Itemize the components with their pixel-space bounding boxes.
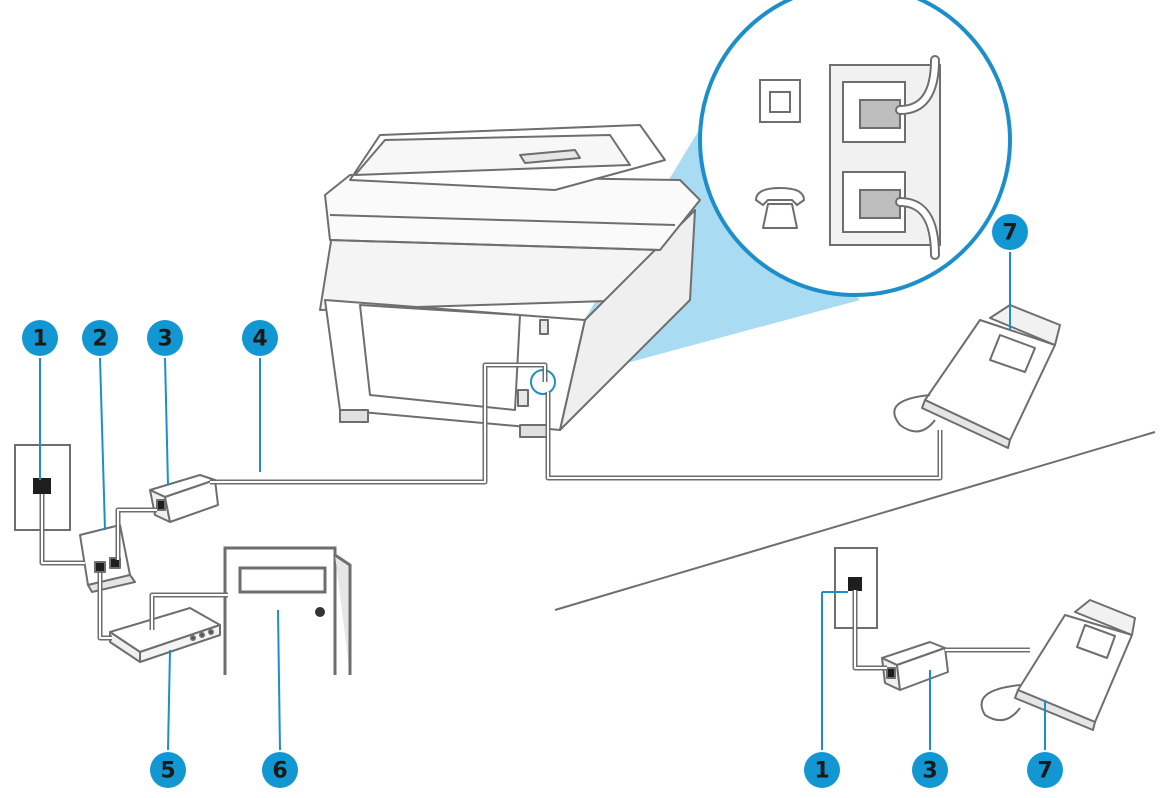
callout-circle	[82, 320, 118, 356]
callout-telephone: 7	[992, 214, 1028, 250]
callout-phone-cord: 4	[242, 320, 278, 356]
callout-dsl-modem: 5	[150, 752, 186, 788]
callout-circle	[992, 214, 1028, 250]
callout-number: 2	[92, 327, 107, 352]
callout-number: 5	[160, 759, 175, 784]
callout-dsl-filter: 3	[147, 320, 183, 356]
callout-circle	[912, 752, 948, 788]
port-magnifier	[698, 0, 1012, 297]
callout-circle	[242, 320, 278, 356]
callout-alt-wall-jack: 1	[804, 752, 840, 788]
callout-alt-telephone: 7	[1027, 752, 1063, 788]
callout-number: 1	[32, 327, 47, 352]
printer	[319, 124, 701, 438]
callout-badges: 1 2 3 4 5 6 7 1 3 7	[22, 214, 1063, 788]
callout-leaders	[39, 252, 1046, 751]
callout-number: 3	[157, 327, 172, 352]
callout-splitter: 2	[82, 320, 118, 356]
callout-circle	[147, 320, 183, 356]
splitter	[79, 524, 136, 593]
callout-computer: 6	[262, 752, 298, 788]
callout-circle	[1027, 752, 1063, 788]
telephone-handset-icon	[755, 187, 805, 229]
alt-dsl-filter	[881, 641, 949, 691]
callout-circle	[150, 752, 186, 788]
callout-alt-dsl-filter: 3	[912, 752, 948, 788]
callout-circle	[804, 752, 840, 788]
cables	[39, 362, 1030, 671]
callout-number: 1	[814, 759, 829, 784]
telephone	[893, 304, 1061, 449]
callout-number: 6	[272, 759, 287, 784]
callout-circle	[22, 320, 58, 356]
callout-number: 4	[252, 327, 267, 352]
callout-number: 7	[1002, 221, 1017, 246]
callout-circle	[262, 752, 298, 788]
computer	[223, 546, 352, 675]
dsl-modem	[109, 607, 221, 663]
callout-number: 7	[1037, 759, 1052, 784]
callout-number: 3	[922, 759, 937, 784]
alt-telephone	[980, 599, 1136, 731]
dsl-filter	[149, 474, 219, 523]
separator-line	[554, 431, 1156, 611]
callout-wall-jack: 1	[22, 320, 58, 356]
